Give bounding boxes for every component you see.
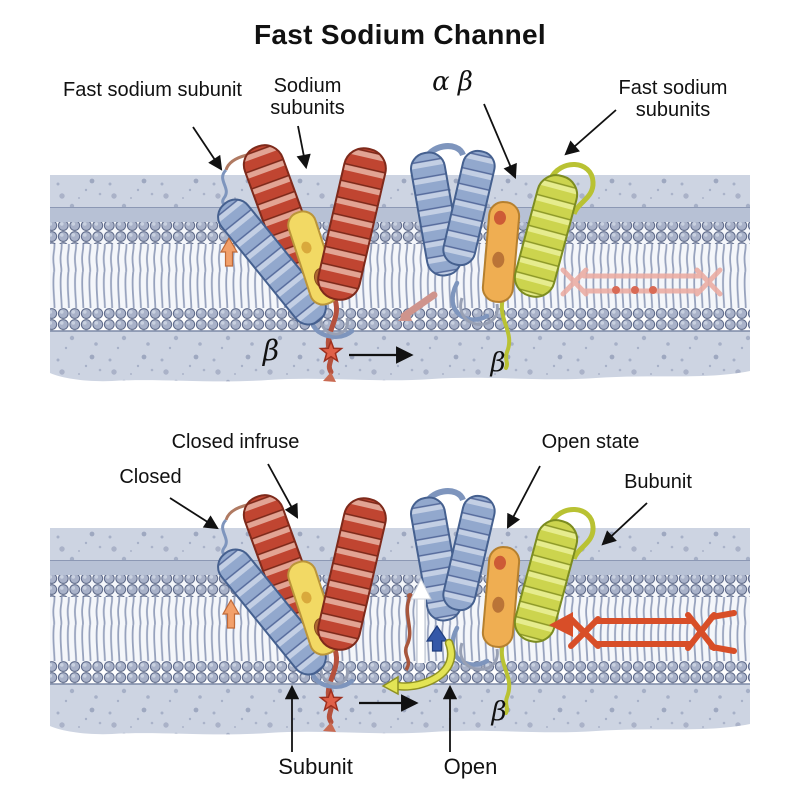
bottom-panel-signals	[222, 577, 737, 696]
label-subunit: Subunit	[278, 754, 353, 779]
label-open: Open	[443, 754, 498, 779]
label-beta-top-left: β	[262, 334, 280, 367]
pink-rod-tip	[398, 309, 412, 321]
yellow-curved-arrow-icon	[381, 638, 456, 696]
label-open-state: Open state	[541, 431, 640, 453]
pointer-arrows	[169, 103, 648, 752]
red-crossed-filament	[568, 610, 737, 654]
label-beta-bottom: β	[491, 697, 507, 727]
page-title: Fast Sodium Channel	[254, 19, 546, 50]
label-closed: Closed	[119, 466, 182, 488]
red-filament-arrowhead	[549, 612, 573, 637]
label-fast-sodium-subunits: Fast sodium subunits	[618, 77, 728, 121]
white-up-arrow-icon	[410, 577, 432, 663]
label-closed-infruse: Closed infruse	[171, 431, 300, 453]
label-sodium-subunits: Sodium subunits	[270, 75, 345, 119]
pink-filament-dots	[612, 286, 657, 294]
top-panel-signals	[220, 237, 723, 321]
label-fast-sodium-subunit: Fast sodium subunit	[63, 79, 242, 101]
label-alpha-beta: α β	[432, 67, 473, 97]
pink-crossed-filament	[560, 267, 723, 297]
brown-squiggle	[403, 596, 412, 671]
label-beta-top-right: β	[490, 348, 506, 378]
label-bubunit: Bubunit	[624, 471, 692, 493]
